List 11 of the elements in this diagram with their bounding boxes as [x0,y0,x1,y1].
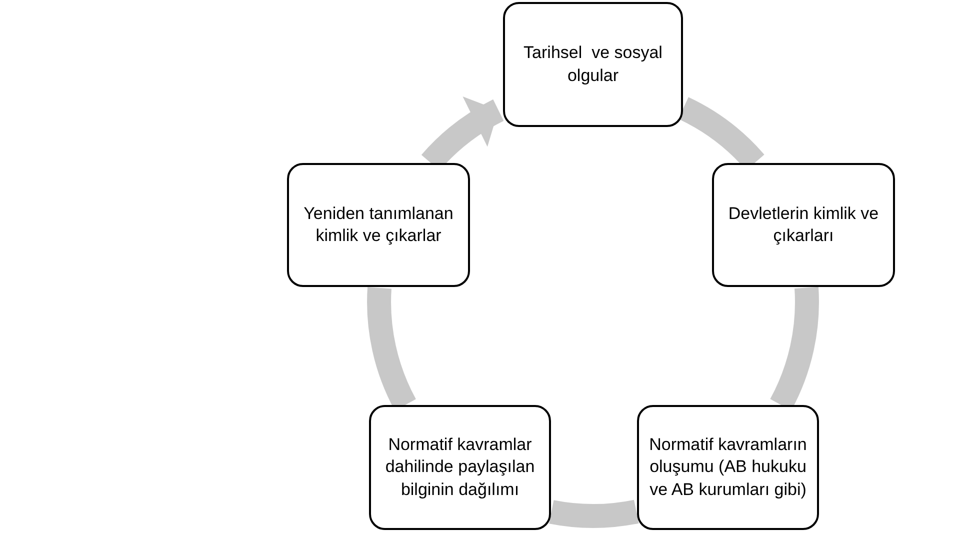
box-label: Yeniden tanımlanan kimlik ve çıkarlar [302,202,454,247]
rounded-box [712,163,895,287]
box-label: Normatif kavramlar dahilinde paylaşılan bilginin dağılımı [384,434,536,501]
rounded-box [503,2,683,127]
rounded-box [369,405,551,530]
connector [550,500,638,528]
box-label: Tarihsel ve sosyal olgular [522,42,664,86]
box-label: Normatif kavramların oluşumu (AB hukuku ve AB kurumları gibi) [649,434,807,501]
box-label: Devletlerin kimlik ve çıkarları [727,202,880,247]
rounded-box [637,405,819,530]
rounded-box [287,163,470,287]
